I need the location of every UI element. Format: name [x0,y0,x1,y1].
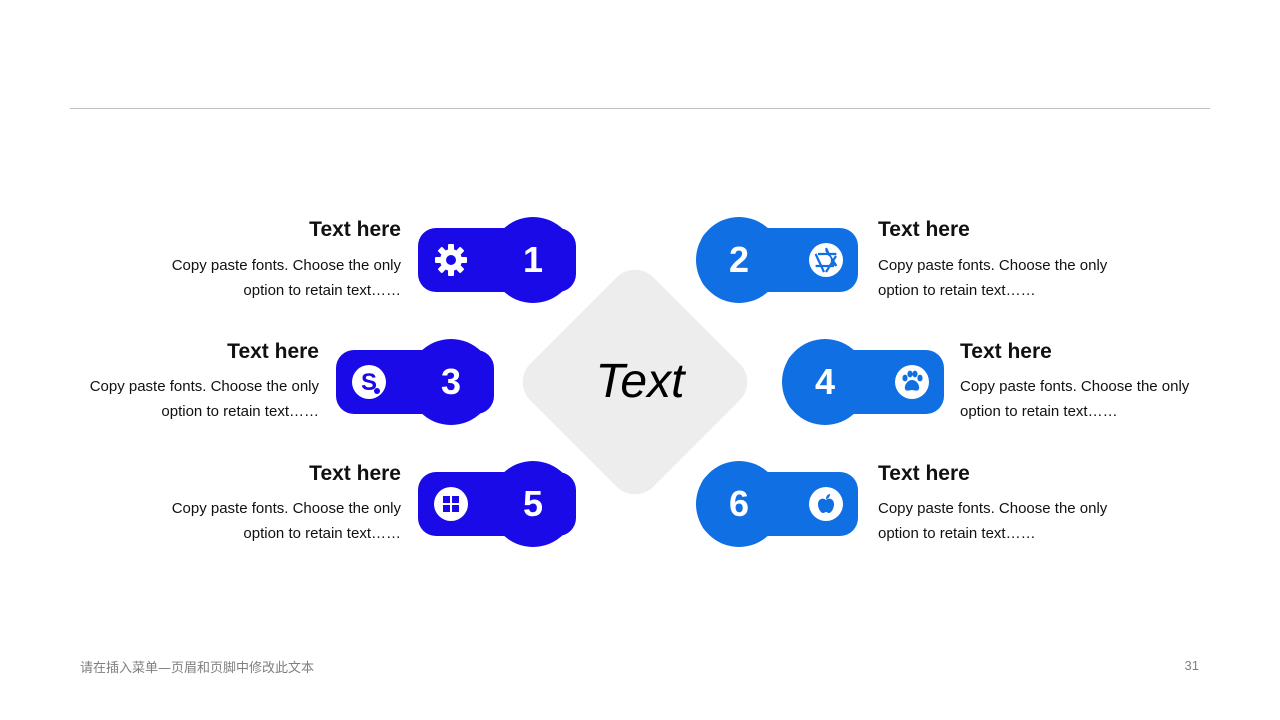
svg-text:S: S [361,369,377,396]
item-5-title: Text here [309,462,401,485]
item-4-desc-line2: option to retain text…… [960,403,1118,420]
item-3-number: 3 [408,339,494,425]
apple-icon [808,486,844,522]
item-1-desc-line1: Copy paste fonts. Choose the only [171,257,401,274]
item-5-desc-line2: option to retain text…… [243,525,401,542]
item-6-description: Copy paste fonts. Choose the only option… [878,496,1118,546]
top-divider [70,108,1210,109]
item-3-description: Copy paste fonts. Choose the only option… [79,374,319,424]
item-2-desc-line2: option to retain text…… [878,282,1036,299]
item-4-description: Copy paste fonts. Choose the only option… [960,374,1200,424]
aperture-icon [808,242,844,278]
item-5-desc-line1: Copy paste fonts. Choose the only [171,500,401,517]
item-2-description: Copy paste fonts. Choose the only option… [878,253,1118,303]
center-label: Text [595,355,685,408]
item-1-number: 1 [490,217,576,303]
item-6-desc-line2: option to retain text…… [878,525,1036,542]
item-2-title: Text here [878,218,970,241]
gear-icon [433,242,469,278]
item-3-desc-line2: option to retain text…… [161,403,319,420]
item-1-title: Text here [309,218,401,241]
item-6-number: 6 [696,461,782,547]
paw-icon [894,364,930,400]
item-1-description: Copy paste fonts. Choose the only option… [161,253,401,303]
item-4-title: Text here [960,340,1052,363]
item-5-description: Copy paste fonts. Choose the only option… [161,496,401,546]
item-4-number: 4 [782,339,868,425]
item-6-desc-line1: Copy paste fonts. Choose the only [878,500,1108,517]
item-2-number: 2 [696,217,782,303]
page-number: 31 [1184,658,1199,673]
item-2-desc-line1: Copy paste fonts. Choose the only [878,257,1108,274]
item-4-desc-line1: Copy paste fonts. Choose the only [960,378,1190,395]
item-5-number: 5 [490,461,576,547]
skype-icon: S [351,364,387,400]
item-6-title: Text here [878,462,970,485]
item-1-desc-line2: option to retain text…… [243,282,401,299]
windows-icon [433,486,469,522]
footer-text: 请在插入菜单—页眉和页脚中修改此文本 [80,661,315,676]
item-3-desc-line1: Copy paste fonts. Choose the only [89,378,319,395]
item-3-title: Text here [227,340,319,363]
